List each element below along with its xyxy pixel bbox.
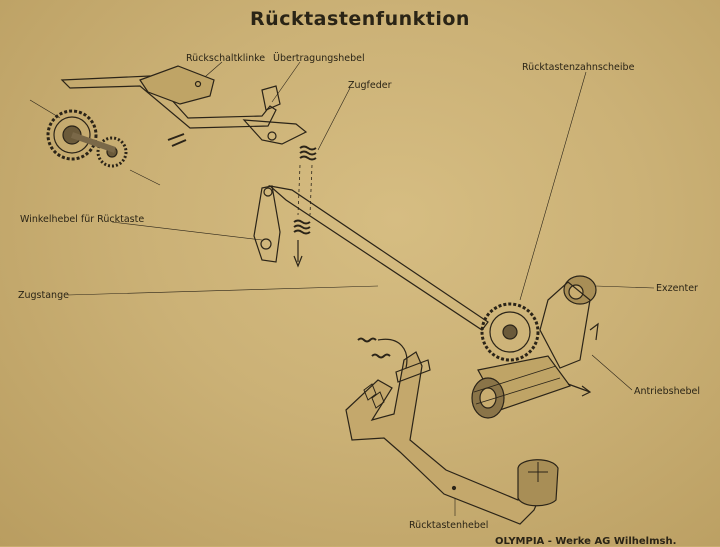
- label-ruecktastenhebel: Rücktastenhebel: [409, 520, 489, 531]
- label-zugfeder: Zugfeder: [348, 80, 392, 91]
- springs: [293, 145, 391, 359]
- label-antriebshebel: Antriebshebel: [634, 386, 700, 397]
- leader-lines: [29, 61, 655, 516]
- label-exzenter: Exzenter: [656, 283, 698, 294]
- label-rueckschaltklinke: Rückschaltklinke: [186, 53, 266, 64]
- pull-rod: [267, 185, 489, 331]
- upper-lever: [60, 65, 308, 147]
- label-uebertragungshebel: Übertragungshebel: [273, 53, 365, 64]
- backspace-lever: [345, 338, 559, 525]
- label-ruecktastenzahnscheibe: Rücktastenzahnscheibe: [522, 62, 635, 73]
- page-title: Rücktastenfunktion: [250, 8, 470, 30]
- upper-gear-assembly: [46, 109, 128, 168]
- label-zugstange: Zugstange: [18, 290, 69, 301]
- toothed-disc-assembly: [471, 302, 571, 419]
- angle-lever: [253, 185, 281, 263]
- label-winkelhebel: Winkelhebel für Rücktaste: [20, 214, 145, 225]
- footer-publisher: OLYMPIA - Werke AG Wilhelmsh.: [495, 536, 677, 547]
- eccentric: [539, 275, 599, 397]
